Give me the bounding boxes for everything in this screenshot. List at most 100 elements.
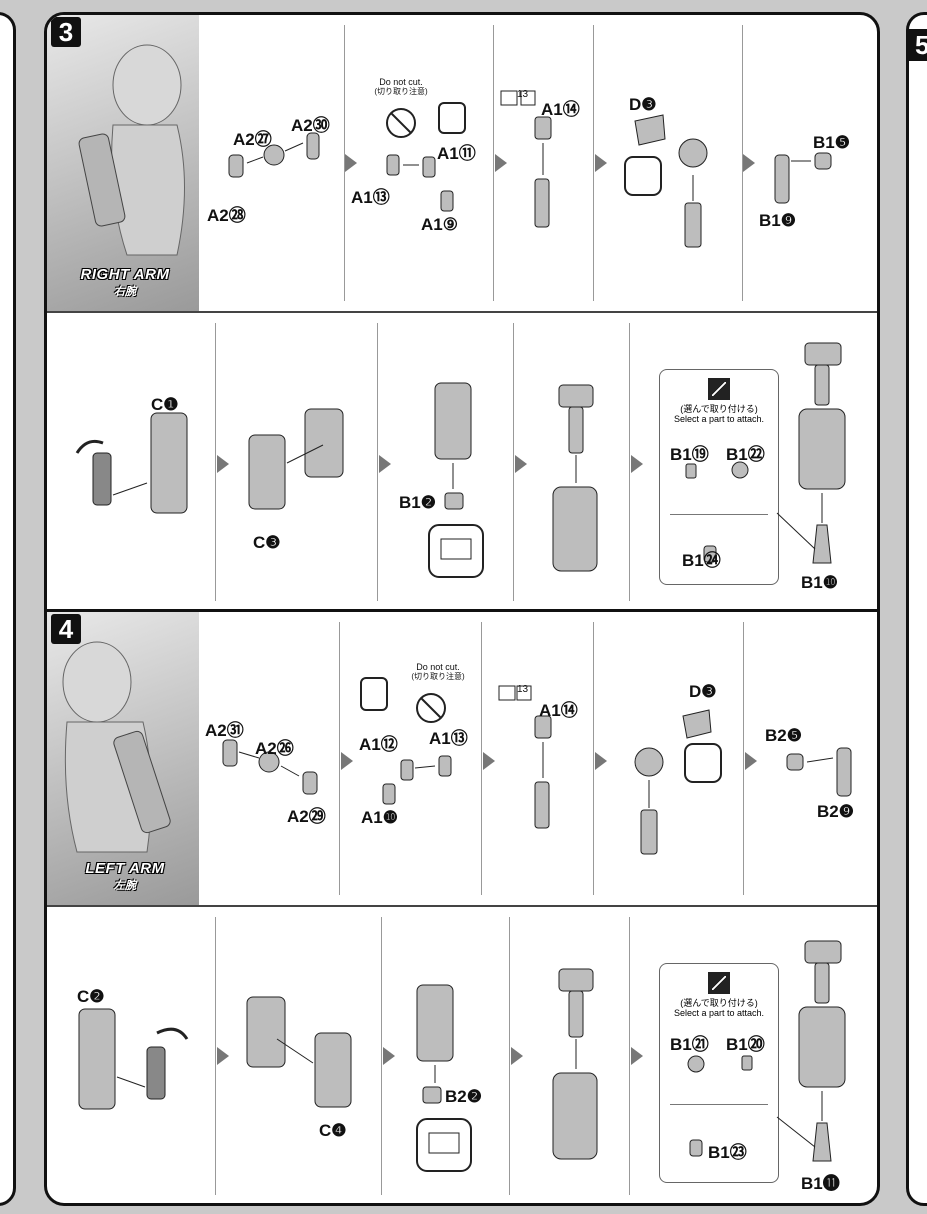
cell-divider	[215, 917, 216, 1195]
select-part-icon	[708, 972, 730, 994]
step-cell: C❶	[47, 313, 215, 611]
part-assembly-diagram	[634, 709, 722, 855]
part-label: A2㉗	[233, 130, 272, 149]
part-label: A2㉖	[255, 739, 294, 758]
part-label: A1⑭	[541, 100, 580, 119]
left-arm-portrait: 4 LEFT ARM 左腕	[47, 612, 199, 905]
part-assembly-diagram	[75, 412, 188, 514]
option-label: B1⑲	[670, 445, 709, 464]
part-assembly-diagram	[624, 114, 708, 248]
part-label: C❹	[319, 1121, 347, 1140]
part-label: A1⑪	[437, 144, 476, 163]
step-number: 3	[51, 17, 81, 47]
step-4-row-2: C❷ C❹	[47, 905, 877, 1203]
part-assembly-diagram	[776, 342, 846, 564]
step-arrow-icon	[631, 1047, 643, 1065]
option-label: B1⑳	[726, 1035, 765, 1054]
part-assembly-diagram	[500, 90, 552, 228]
option-label: B1㉒	[726, 445, 765, 464]
step-cell	[525, 907, 629, 1203]
step-3-row-1: 3 RIGHT ARM 右腕	[47, 15, 877, 311]
part-assembly-diagram	[774, 152, 832, 204]
part-assembly-diagram	[428, 382, 484, 578]
previous-page-edge	[0, 12, 16, 1206]
step-arrow-icon	[631, 455, 643, 473]
cell-divider	[377, 323, 378, 601]
part-assembly-diagram	[248, 408, 344, 510]
step-arrow-icon	[217, 455, 229, 473]
select-note-en: Select a part to attach.	[673, 414, 765, 424]
step-arrow-icon	[341, 752, 353, 770]
option-divider	[670, 514, 768, 515]
hand-options-diagram	[685, 461, 749, 563]
cell-divider	[493, 25, 494, 301]
step-cell: B2❷	[397, 907, 509, 1203]
step-cell: D❸	[609, 612, 743, 905]
cell-divider	[344, 25, 345, 301]
select-note-ja: (選んで取り付ける)	[680, 998, 758, 1008]
step-cell: B1❷	[393, 313, 513, 611]
step-cell: C❹	[231, 907, 381, 1203]
cell-divider	[481, 622, 482, 895]
step-cell: Do not cut. (切り取り注意) A1⑫ A1⑬ A1❿	[355, 612, 481, 905]
next-step-number: 5	[909, 29, 927, 61]
select-part-box: (選んで取り付ける) Select a part to attach. B1㉑ …	[659, 963, 779, 1183]
step-arrow-icon	[745, 752, 757, 770]
figure-illustration	[62, 641, 171, 853]
cell-divider	[629, 323, 630, 601]
step-cell: D❸	[609, 15, 742, 311]
cell-divider	[381, 917, 382, 1195]
hand-options-diagram	[687, 1055, 753, 1157]
part-label: C❶	[151, 395, 179, 414]
part-label: B1⓫	[801, 1174, 840, 1193]
part-label: B1❷	[399, 493, 436, 512]
part-label: B2❷	[445, 1087, 482, 1106]
part-assembly-diagram	[228, 132, 320, 178]
step-arrow-icon	[383, 1047, 395, 1065]
step-3-row-2: C❶ C❸	[47, 311, 877, 611]
step-cell: B2❺ B2❾	[759, 612, 877, 905]
part-label: B1❿	[801, 573, 838, 592]
part-label: A1⑭	[539, 701, 578, 720]
step-cell: (選んで取り付ける) Select a part to attach. B1⑲ …	[645, 313, 877, 611]
step-cell: C❸	[231, 313, 377, 611]
part-label: A1⑫	[359, 735, 398, 754]
part-assembly-diagram	[776, 940, 846, 1162]
step-4-row-1: 4 LEFT ARM 左腕 A	[47, 612, 877, 905]
select-part-icon	[708, 378, 730, 400]
part-label: A1⑬	[351, 188, 390, 207]
part-assembly-diagram	[222, 739, 318, 795]
instruction-page: 3 RIGHT ARM 右腕	[44, 12, 880, 1206]
select-note-ja: (選んで取り付ける)	[680, 404, 758, 414]
part-label: B2❺	[765, 726, 802, 745]
cell-divider	[339, 622, 340, 895]
note-en: Do not cut.	[379, 77, 423, 87]
sticker-sheet-number: 13	[517, 89, 529, 100]
part-assembly-diagram	[552, 968, 598, 1160]
part-label: A2㉚	[291, 116, 330, 135]
step-3-right-arm: 3 RIGHT ARM 右腕	[47, 15, 877, 609]
part-label: B2❾	[817, 802, 854, 821]
step-cell: B1❺ B1❾	[757, 15, 877, 311]
sticker-sheet-number: 13	[517, 684, 529, 695]
part-label: A2㉙	[287, 807, 326, 826]
option-label: B1㉓	[708, 1143, 747, 1162]
cell-divider	[509, 917, 510, 1195]
step-arrow-icon	[595, 752, 607, 770]
step-cell: (選んで取り付ける) Select a part to attach. B1㉑ …	[645, 907, 877, 1203]
step-arrow-icon	[379, 455, 391, 473]
cell-divider	[513, 323, 514, 601]
step-arrow-icon	[511, 1047, 523, 1065]
part-label: A1⑬	[429, 729, 468, 748]
part-label: D❸	[629, 95, 657, 114]
cell-divider	[743, 622, 744, 895]
step-4-left-arm: 4 LEFT ARM 左腕 A	[47, 612, 877, 1203]
right-arm-portrait: 3 RIGHT ARM 右腕	[47, 15, 199, 311]
step-arrow-icon	[495, 154, 507, 172]
option-divider	[670, 1104, 768, 1105]
step-number: 4	[51, 614, 81, 644]
cell-divider	[742, 25, 743, 301]
step-arrow-icon	[515, 455, 527, 473]
do-not-cut-note: Do not cut. (切り取り注意)	[407, 662, 469, 682]
part-label: A1❿	[361, 808, 398, 827]
